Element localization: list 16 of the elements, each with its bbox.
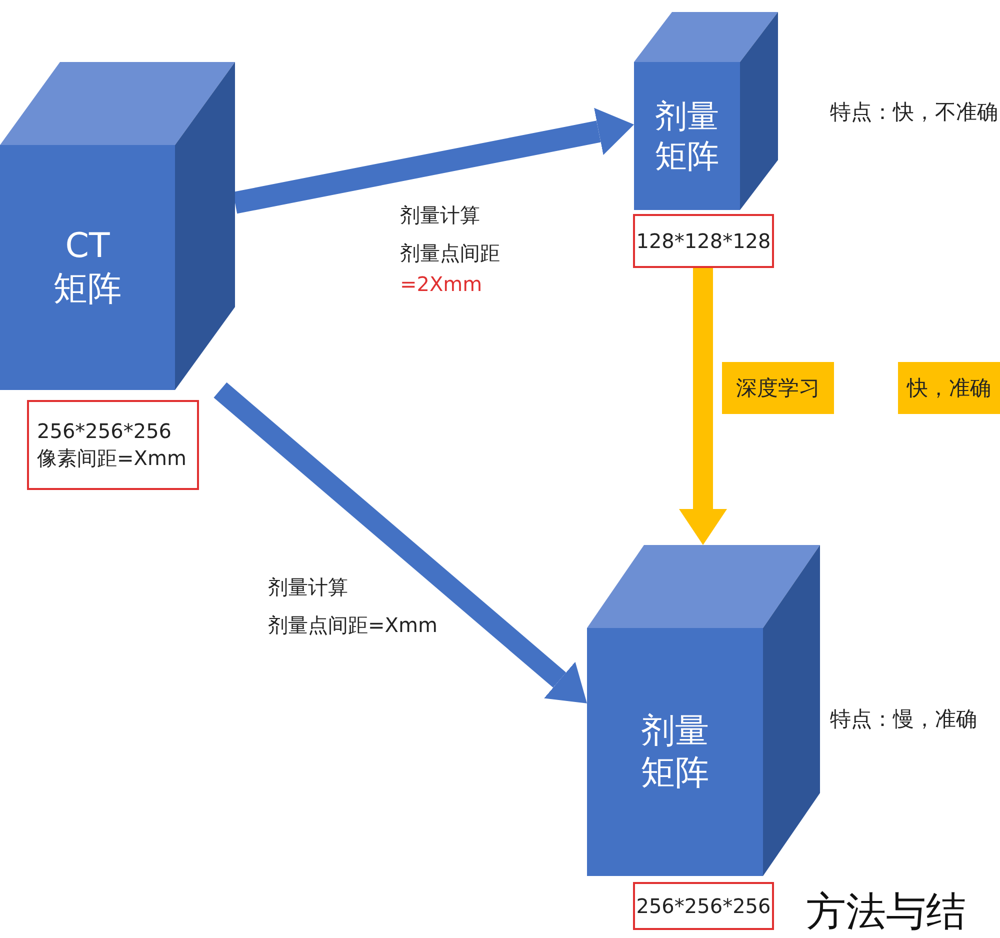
dimension-box: 128*128*128 bbox=[633, 214, 774, 268]
edge-label: 剂量计算剂量点间距 bbox=[400, 202, 501, 267]
cube-label: 剂量矩阵 bbox=[654, 96, 720, 176]
block-arrow bbox=[214, 382, 587, 704]
cube-label: 剂量矩阵 bbox=[640, 710, 710, 794]
dimension-box: 256*256*256 像素间距=Xmm bbox=[27, 400, 199, 490]
feature-note: 特点：快，不准确 bbox=[830, 99, 998, 126]
feature-note: 特点：慢，准确 bbox=[830, 706, 977, 733]
note-box: 快，准确 bbox=[898, 362, 1000, 414]
block-arrow bbox=[679, 268, 727, 545]
dimension-box: 256*256*256 bbox=[633, 882, 774, 930]
edge-label: 剂量计算剂量点间距=Xmm bbox=[268, 574, 438, 639]
note-box: 深度学习 bbox=[722, 362, 834, 414]
cube-label: CT矩阵 bbox=[52, 225, 122, 310]
section-heading: 方法与结 bbox=[806, 888, 966, 937]
spacing-note: =2Xmm bbox=[400, 272, 482, 296]
